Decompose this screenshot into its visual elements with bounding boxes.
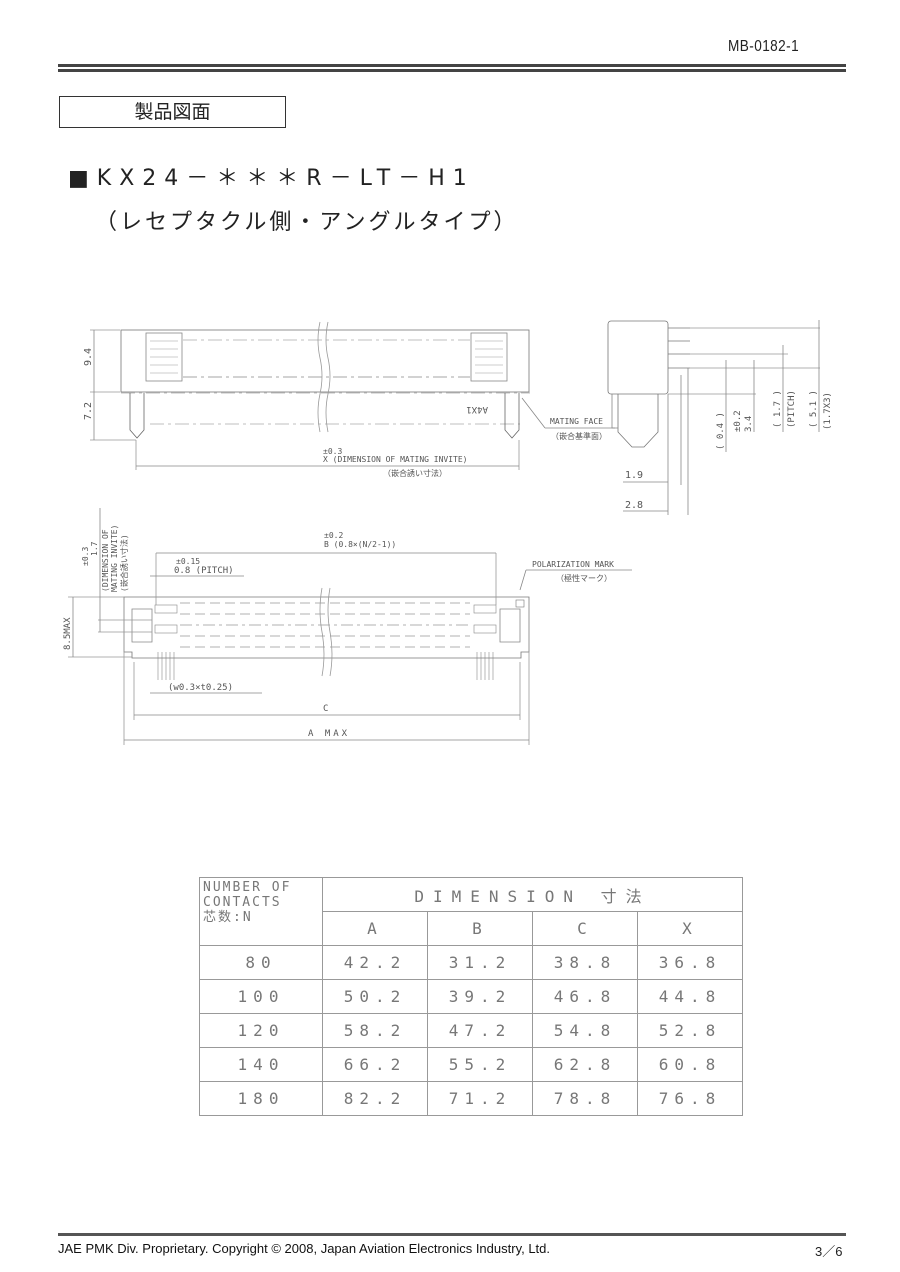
cell-b: 31.2 (427, 945, 533, 980)
a-max-label: A MAX (308, 729, 350, 739)
dim-1-9: 1.9 (625, 470, 643, 481)
header-n-line3: 芯数:N (203, 910, 253, 925)
cell-a: 58.2 (322, 1013, 428, 1048)
cell-c: 46.8 (532, 979, 638, 1014)
dim-3-4-tolerance: ±0.2 (733, 410, 743, 432)
column-header-a: A (322, 911, 428, 946)
header-n-line2: CONTACTS (203, 895, 282, 910)
mating-invite-label-1: (DIMENSION OF (101, 529, 110, 592)
table-column-header-row: A B C X (200, 911, 743, 946)
cell-c: 38.8 (532, 945, 638, 980)
header-number-of-contacts: NUMBER OF CONTACTS 芯数:N (199, 877, 323, 946)
dim-2-8: 2.8 (625, 500, 643, 511)
b-label: B (0.8×(N/2-1)) (324, 540, 396, 549)
pitch-label: 0.8 (PITCH) (174, 566, 234, 576)
x-label: X (DIMENSION OF MATING INVITE) (323, 455, 468, 464)
height-max: 8.5MAX (63, 617, 73, 650)
dim-9-4: 9.4 (83, 348, 94, 366)
dim-5-1: ( 5.1 ) (809, 390, 819, 428)
cell-x: 76.8 (637, 1081, 743, 1116)
mating-invite-label-2: MATING INVITE) (110, 525, 119, 592)
table-row: 180 82.2 71.2 78.8 76.8 (199, 1081, 743, 1116)
footer-copyright: JAE PMK Div. Proprietary. Copyright © 20… (58, 1241, 551, 1256)
cell-c: 78.8 (532, 1081, 638, 1116)
side-view (607, 320, 820, 515)
header-dimension: DIMENSION 寸法 (322, 877, 743, 912)
c-label: C (323, 704, 328, 714)
footer-rule (58, 1233, 846, 1236)
cell-b: 55.2 (427, 1047, 533, 1082)
cell-b: 71.2 (427, 1081, 533, 1116)
marking-text: A4X1 (466, 404, 488, 414)
document-number: MB-0182-1 (728, 38, 800, 55)
dim-1-7: ( 1.7 ) (773, 390, 783, 428)
cell-n: 100 (199, 979, 323, 1014)
dim-0-4: ( 0.4 ) (716, 412, 726, 450)
cell-a: 66.2 (322, 1047, 428, 1082)
cell-n: 140 (199, 1047, 323, 1082)
bottom-view (68, 508, 632, 745)
mating-invite-value: 1.7 (90, 541, 99, 556)
cell-x: 36.8 (637, 945, 743, 980)
table-row: 100 50.2 39.2 46.8 44.8 (199, 979, 743, 1014)
mating-face-label: MATING FACE (550, 417, 603, 426)
polarization-mark-label: POLARIZATION MARK (532, 560, 614, 569)
pin-size-label: (w0.3×t0.25) (168, 683, 233, 693)
cell-n: 180 (199, 1081, 323, 1116)
cell-x: 52.8 (637, 1013, 743, 1048)
table-header-row: NUMBER OF CONTACTS 芯数:N DIMENSION 寸法 (199, 877, 743, 946)
part-number: ■KX24－＊＊＊R－LT－H1 (68, 166, 475, 191)
dim-7-2: 7.2 (83, 402, 94, 420)
table-row: 120 58.2 47.2 54.8 52.8 (199, 1013, 743, 1048)
dim-3-4: 3.4 (744, 416, 754, 432)
table-row: 140 66.2 55.2 62.8 60.8 (199, 1047, 743, 1082)
cell-n: 120 (199, 1013, 323, 1048)
pitch-tolerance: ±0.15 (176, 557, 200, 566)
cell-b: 47.2 (427, 1013, 533, 1048)
cell-c: 54.8 (532, 1013, 638, 1048)
column-header-x: X (637, 911, 743, 946)
x-label-jp: （嵌合誘い寸法） (383, 468, 447, 478)
cell-x: 60.8 (637, 1047, 743, 1082)
dim-1-7x3: (1.7X3) (823, 392, 833, 430)
dimension-table: NUMBER OF CONTACTS 芯数:N DIMENSION 寸法 A B… (199, 877, 743, 1116)
b-tolerance: ±0.2 (324, 531, 343, 540)
cell-c: 62.8 (532, 1047, 638, 1082)
cell-a: 50.2 (322, 979, 428, 1014)
cell-x: 44.8 (637, 979, 743, 1014)
page-number: 3／6 (815, 1244, 843, 1259)
mating-invite-label-jp: (嵌合誘い寸法) (119, 534, 129, 592)
polarization-mark-label-jp: （極性マーク） (556, 573, 612, 583)
front-view (90, 321, 615, 470)
cell-n: 80 (199, 945, 323, 980)
mating-invite-tolerance: ±0.3 (81, 547, 90, 566)
header-n-line1: NUMBER OF (203, 880, 292, 895)
header-rule-secondary (58, 69, 846, 72)
product-drawing: 9.4 7.2 A4X1 ±0.3 X (DIMENSION OF MATING… (63, 320, 833, 745)
section-title: 製品図面 (59, 96, 286, 128)
column-header-c: C (532, 911, 638, 946)
mating-face-label-jp: （嵌合基準面） (551, 431, 607, 441)
cell-a: 82.2 (322, 1081, 428, 1116)
header-rule (58, 64, 846, 67)
x-tolerance: ±0.3 (323, 447, 342, 456)
cell-a: 42.2 (322, 945, 428, 980)
part-subtitle: （レセプタクル側・アングルタイプ） (95, 210, 519, 235)
table-row: 80 42.2 31.2 38.8 36.8 (199, 945, 743, 980)
column-header-b: B (427, 911, 533, 946)
dim-pitch: (PITCH) (787, 390, 797, 428)
cell-b: 39.2 (427, 979, 533, 1014)
